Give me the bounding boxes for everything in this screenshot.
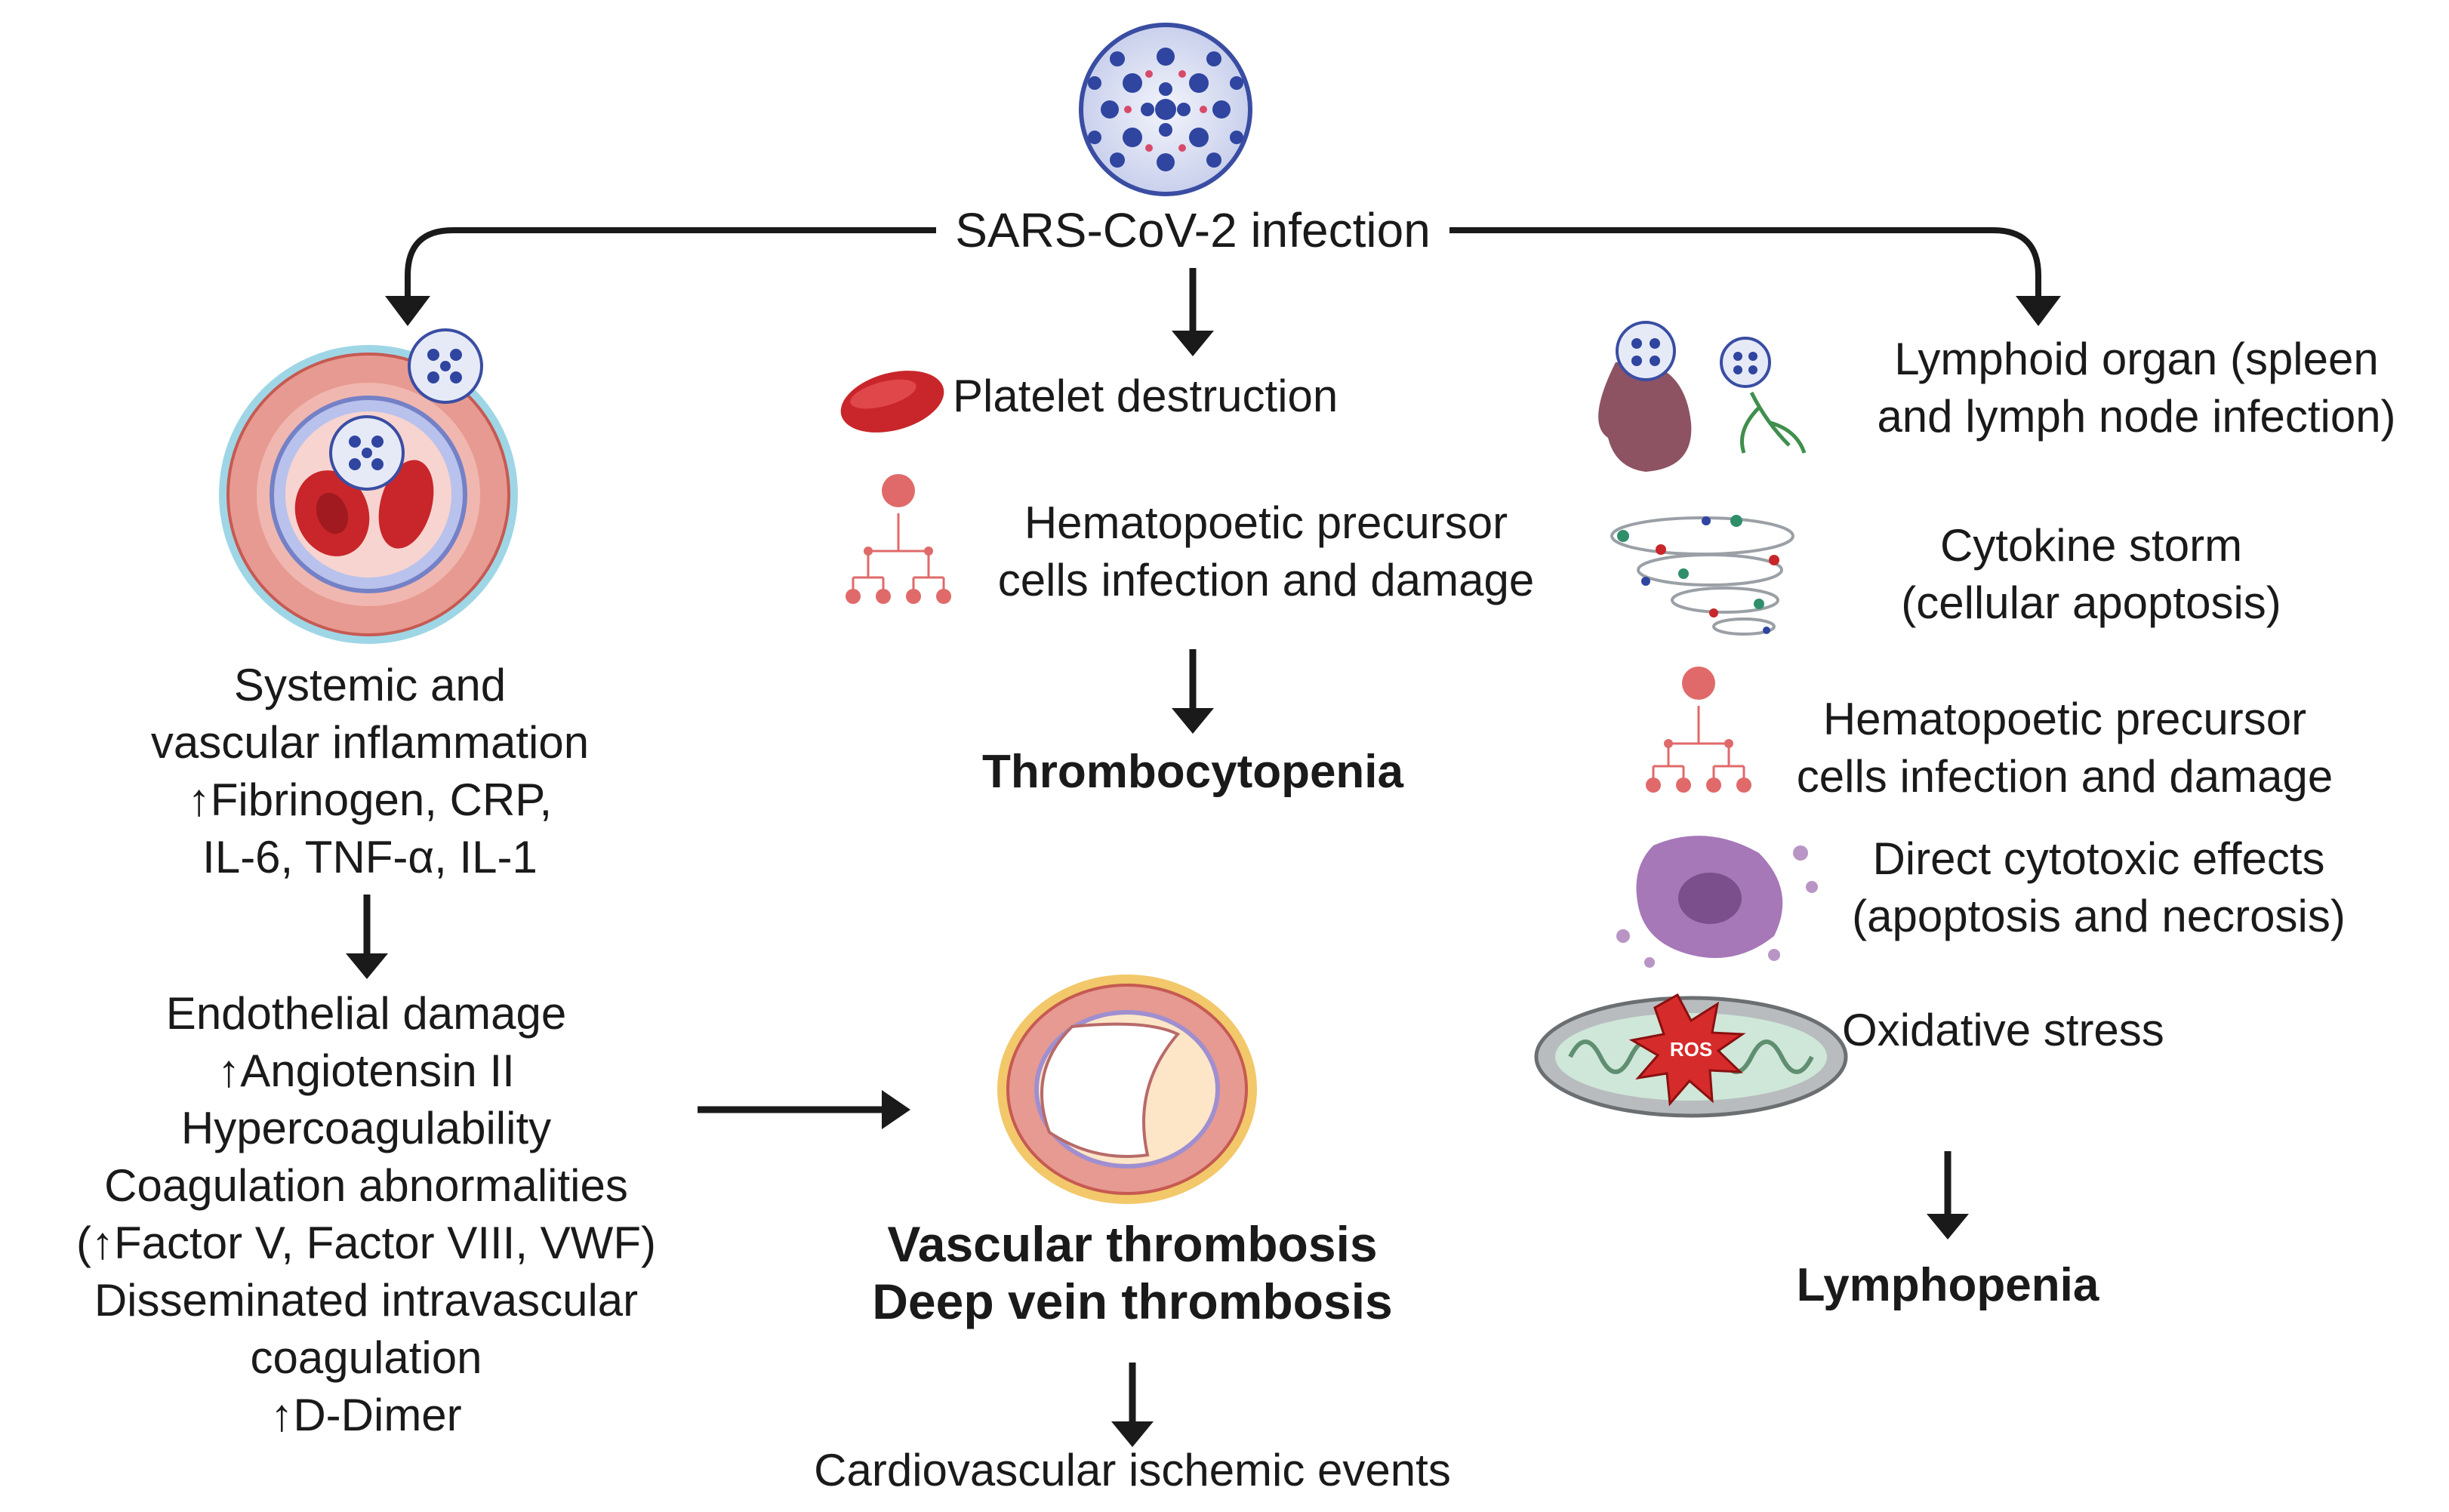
right-precursor-line-1: Hematopoetic precursor (1822, 694, 2307, 744)
ros-label: ROS (1669, 1038, 1713, 1061)
cytokine-line-2: (cellular apoptosis) (1901, 577, 2281, 628)
thrombosis-text: Vascular thrombosis Deep vein thrombosis (815, 1215, 1449, 1330)
left-inflammation-line-1: Systemic and (233, 660, 507, 710)
lymphoid-line-1: Lymphoid organ (spleen (1894, 334, 2379, 384)
cytotoxic-effects-text: Direct cytotoxic effects (apoptosis and … (1804, 830, 2393, 945)
left-damage-line-5: (↑Factor V, Factor VIII, VWF) (76, 1218, 656, 1268)
oxidative-stress-label: Oxidative stress (1842, 1005, 2164, 1055)
flow-arrows (363, 268, 1951, 1423)
middle-precursor-text: Hematopoetic precursor cells infection a… (953, 494, 1579, 609)
right-precursor-text: Hematopoetic precursor cells infection a… (1751, 691, 2378, 805)
left-damage-line-1: Endothelial damage (165, 988, 567, 1039)
cytokine-line-1: Cytokine storm (1939, 520, 2243, 571)
lymphoid-line-2: and lymph node infection) (1877, 391, 2396, 442)
root-connectors (405, 227, 2041, 302)
left-damage-line-8: ↑D-Dimer (270, 1390, 462, 1440)
thrombocytopenia-label: Thrombocytopenia (981, 746, 1404, 798)
cytokine-storm-text: Cytokine storm (cellular apoptosis) (1857, 517, 2325, 632)
hematopoietic-tree-icon-2 (1646, 667, 1751, 793)
left-inflammation-line-4: IL-6, TNF-α, IL-1 (202, 832, 538, 882)
platelet-destruction-label: Platelet destruction (953, 371, 1338, 421)
left-damage-line-6: Disseminated intravascular (94, 1275, 639, 1326)
left-inflammation-line-2: vascular inflammation (150, 717, 590, 768)
sars-cov-2-virus-icon (1079, 23, 1252, 196)
left-damage-line-2: ↑Angiotensin II (217, 1045, 515, 1096)
root-arrowheads (385, 296, 2061, 326)
left-damage-line-3: Hypercoagulability (180, 1103, 552, 1153)
platelet-icon (840, 371, 944, 433)
cardiovascular-events-label: Cardiovascular ischemic events (814, 1445, 1451, 1495)
left-damage-text: Endothelial damage ↑Angiotensin II Hyper… (0, 985, 732, 1444)
root-label: SARS-CoV-2 infection (955, 203, 1431, 257)
necrotic-cell-icon (1616, 836, 1818, 968)
cytokine-storm-icon (1610, 515, 1794, 636)
thrombosis-line-1: Vascular thrombosis (887, 1216, 1378, 1272)
middle-precursor-line-1: Hematopoetic precursor (1024, 497, 1508, 548)
middle-precursor-line-2: cells infection and damage (997, 555, 1535, 605)
left-damage-line-4: Coagulation abnormalities (104, 1160, 628, 1211)
left-inflammation-line-3: ↑Fibrinogen, CRP, (187, 774, 553, 825)
right-precursor-line-2: cells infection and damage (1796, 751, 2333, 802)
cytotoxic-line-2: (apoptosis and necrosis) (1852, 891, 2346, 941)
blood-vessel-icon (219, 328, 518, 644)
spleen-lymph-node-icon (1598, 321, 1807, 472)
left-damage-line-7: coagulation (250, 1332, 482, 1383)
lymphopenia-label: Lymphopenia (1796, 1259, 2099, 1311)
left-inflammation-text: Systemic and vascular inflammation ↑Fibr… (68, 657, 672, 886)
flow-arrowheads (346, 331, 1969, 1447)
thrombosis-line-2: Deep vein thrombosis (872, 1273, 1393, 1329)
lymphoid-organ-text: Lymphoid organ (spleen and lymph node in… (1834, 331, 2438, 445)
mitochondrion-icon (1534, 993, 1848, 1118)
cytotoxic-line-1: Direct cytotoxic effects (1872, 833, 2325, 884)
thrombosed-vessel-icon (997, 975, 1257, 1204)
hematopoietic-tree-icon (846, 474, 951, 604)
